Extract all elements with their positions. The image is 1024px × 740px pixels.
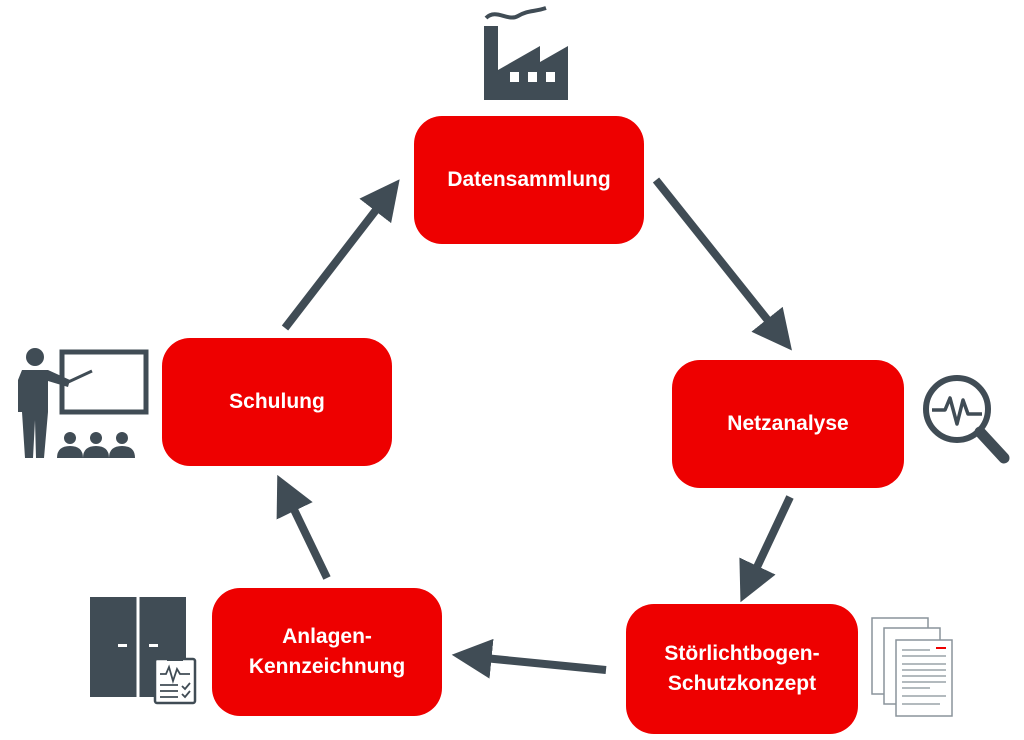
node-schulung: Schulung [162,338,392,466]
node-anlagen-label-line2: Kennzeichnung [248,655,406,678]
arrow-anlagen-to-schulung [276,474,331,580]
node-datensammlung: Datensammlung [414,116,644,244]
node-datensammlung-label: Datensammlung [447,168,611,191]
node-stoerlichtbogen-text: Störlichtbogen- Schutzkonzept [664,639,819,699]
node-netzanalyse: Netzanalyse [672,360,904,488]
cycle-arrows [276,177,794,679]
node-stoerlichtbogen-box [626,604,858,734]
factory-icon [484,6,568,100]
node-anlagen-text: Anlagen- Kennzeichnung [249,622,405,682]
switchgear-cabinet-icon [90,597,197,705]
arrow-stoerlichtbogen-to-anlagen [451,638,607,679]
arrow-datensammlung-to-netzanalyse [652,177,792,351]
node-anlagen: Anlagen- Kennzeichnung [212,588,442,716]
node-anlagen-label-line1: Anlagen- [282,625,372,648]
node-netzanalyse-label: Netzanalyse [727,412,849,435]
node-stoerlichtbogen-label-line2: Schutzkonzept [667,672,817,695]
node-stoerlichtbogen: Störlichtbogen- Schutzkonzept [626,604,858,734]
presentation-training-icon [18,348,149,458]
arrow-schulung-to-datensammlung [281,179,400,331]
node-shapes [162,116,904,734]
arrow-netzanalyse-to-stoerlichtbogen [739,495,794,603]
node-schulung-box [162,338,392,466]
node-anlagen-box [212,588,442,716]
magnifier-waveform-icon [923,375,1010,464]
node-datensammlung-box [414,116,644,244]
node-netzanalyse-box [672,360,904,488]
documents-icon [871,617,953,717]
node-stoerlichtbogen-label-line1: Störlichtbogen- [664,642,820,665]
node-schulung-label: Schulung [229,390,325,413]
